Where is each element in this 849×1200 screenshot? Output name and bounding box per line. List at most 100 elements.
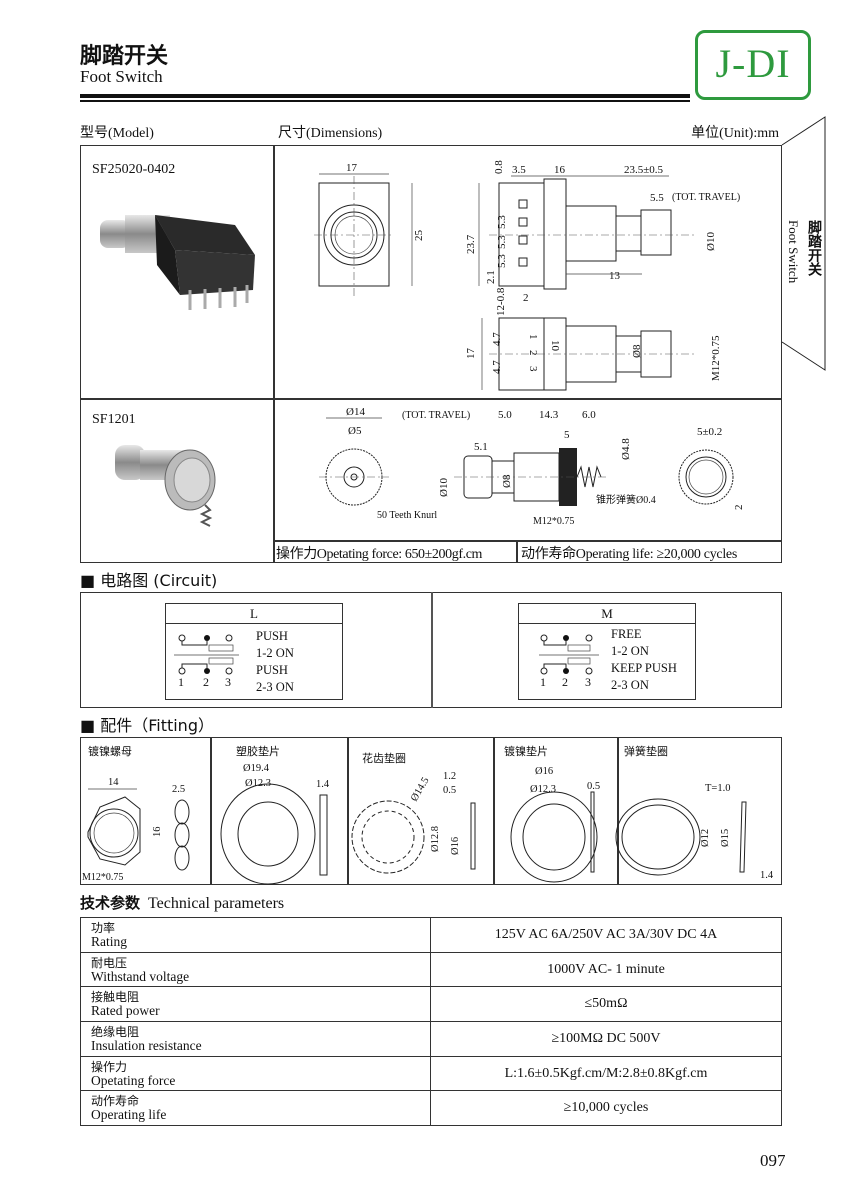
param-name-en: Rated power — [91, 1003, 160, 1019]
circuit-state: KEEP PUSH — [611, 661, 677, 675]
side-tab-cn: 脚踏开关 — [806, 220, 822, 276]
dimension-drawing-sf1201: Ø14 Ø5 50 Teeth Knurl (TOT. TRAVEL) 5.0 … — [319, 406, 745, 527]
svg-text:1.2: 1.2 — [443, 771, 456, 782]
svg-text:5.3: 5.3 — [496, 215, 508, 229]
circuit-panel-label: M — [519, 604, 695, 624]
circuit-panel-label: L — [166, 604, 342, 624]
fitting-tooth-washer-label: 花齿垫圈 — [362, 752, 406, 765]
svg-text:2.1: 2.1 — [485, 270, 497, 284]
svg-text:Ø10: Ø10 — [705, 232, 717, 251]
param-value: ≥100MΩ DC 500V — [430, 1021, 782, 1057]
svg-text:2: 2 — [523, 292, 529, 304]
circuit-section-title: ■ 电路图 (Circuit) — [80, 571, 218, 590]
svg-text:50 Teeth Knurl: 50 Teeth Knurl — [377, 510, 437, 521]
svg-text:0.8: 0.8 — [493, 160, 505, 174]
page-number: 097 — [760, 1151, 786, 1170]
param-name-en: Opetating force — [91, 1072, 176, 1088]
side-tab-en: Foot Switch — [786, 220, 801, 284]
svg-text:10: 10 — [549, 340, 561, 352]
svg-text:25: 25 — [413, 230, 425, 242]
circuit-state: 1-2 ON — [611, 644, 649, 658]
model-label: 型号(Model) — [80, 126, 154, 141]
svg-text:5.5: 5.5 — [650, 192, 664, 204]
svg-text:2: 2 — [562, 675, 568, 689]
svg-text:0.5: 0.5 — [443, 785, 456, 796]
svg-text:3: 3 — [225, 675, 231, 689]
param-name-en: Insulation resistance — [91, 1037, 202, 1053]
svg-text:锥形弹簧Ø0.4: 锥形弹簧Ø0.4 — [596, 493, 656, 506]
params-title-cn: 技术参数 — [80, 894, 141, 912]
svg-text:(TOT. TRAVEL): (TOT. TRAVEL) — [402, 410, 470, 421]
product-photo-sf1201 — [115, 445, 216, 527]
svg-text:5±0.2: 5±0.2 — [697, 426, 722, 438]
product-table — [80, 145, 782, 563]
svg-text:5.0: 5.0 — [498, 409, 512, 421]
svg-text:1: 1 — [540, 675, 546, 689]
param-name-cn: 动作寿命 — [91, 1094, 140, 1109]
circuit-state: PUSH — [256, 663, 288, 677]
svg-text:12-0.8: 12-0.8 — [495, 287, 507, 316]
circuit-state: FREE — [611, 627, 642, 641]
circuit-state: 1-2 ON — [256, 646, 294, 660]
param-name-cn: 绝缘电阻 — [91, 1024, 140, 1039]
svg-text:0.5: 0.5 — [587, 781, 600, 792]
svg-text:Ø5: Ø5 — [348, 425, 362, 437]
svg-text:2: 2 — [527, 350, 539, 356]
header-rule-thin — [80, 100, 690, 102]
svg-text:(TOT. TRAVEL): (TOT. TRAVEL) — [672, 192, 740, 203]
svg-text:Ø12.3: Ø12.3 — [245, 778, 271, 789]
svg-text:1: 1 — [527, 334, 539, 340]
params-section-title: 技术参数 Technical parameters — [80, 892, 284, 913]
svg-text:Ø19.4: Ø19.4 — [243, 763, 270, 774]
fitting-nickel-washer-label: 镀镍垫片 — [504, 745, 548, 758]
param-name-cn: 操作力 — [91, 1059, 128, 1074]
model-sf1201: SF1201 — [92, 412, 136, 427]
svg-text:3.5: 3.5 — [512, 164, 526, 176]
svg-text:5: 5 — [564, 429, 570, 441]
param-value: 1000V AC- 1 minute — [430, 951, 782, 988]
svg-text:Ø16: Ø16 — [450, 837, 461, 855]
svg-text:5.3: 5.3 — [496, 235, 508, 249]
circuit-state: 2-3 ON — [256, 680, 294, 694]
fitting-nut-label: 镀镍螺母 — [88, 745, 132, 758]
fitting-spring-washer-label: 弹簧垫圈 — [624, 745, 668, 758]
svg-text:14.3: 14.3 — [539, 409, 559, 421]
param-name-cn: 接触电阻 — [91, 990, 140, 1005]
operating-life: 动作寿命Operating life: ≥20,000 cycles — [521, 547, 737, 562]
fitting-box — [80, 737, 782, 885]
param-value: ≥10,000 cycles — [430, 1090, 782, 1127]
svg-text:5.1: 5.1 — [474, 441, 488, 453]
svg-text:23.5±0.5: 23.5±0.5 — [624, 164, 664, 176]
svg-text:1: 1 — [178, 675, 184, 689]
operating-force: 操作力Opetating force: 650±200gf.cm — [276, 547, 482, 562]
param-name-en: Rating — [91, 933, 127, 949]
svg-text:1.4: 1.4 — [760, 870, 774, 881]
param-name-en: Operating life — [91, 1107, 167, 1123]
param-name-cn: 功率 — [91, 920, 116, 935]
svg-text:5.3: 5.3 — [496, 254, 508, 268]
svg-text:2: 2 — [733, 505, 745, 511]
circuit-state: PUSH — [256, 629, 288, 643]
fitting-section-title: ■ 配件（Fitting） — [80, 716, 214, 735]
svg-text:Ø12.8: Ø12.8 — [430, 826, 441, 852]
circuit-state: 2-3 ON — [611, 678, 649, 692]
svg-text:3: 3 — [527, 366, 539, 372]
svg-text:Ø4.8: Ø4.8 — [620, 438, 632, 460]
svg-text:4.7: 4.7 — [491, 332, 503, 346]
model-sf25020: SF25020-0402 — [92, 162, 176, 177]
svg-text:14: 14 — [108, 777, 119, 788]
page-title-cn: 脚踏开关 — [80, 44, 169, 69]
page-title-en: Foot Switch — [80, 67, 163, 86]
svg-text:Ø12: Ø12 — [700, 829, 711, 847]
svg-text:M12*0.75: M12*0.75 — [710, 335, 722, 381]
svg-text:Ø8: Ø8 — [631, 344, 643, 358]
